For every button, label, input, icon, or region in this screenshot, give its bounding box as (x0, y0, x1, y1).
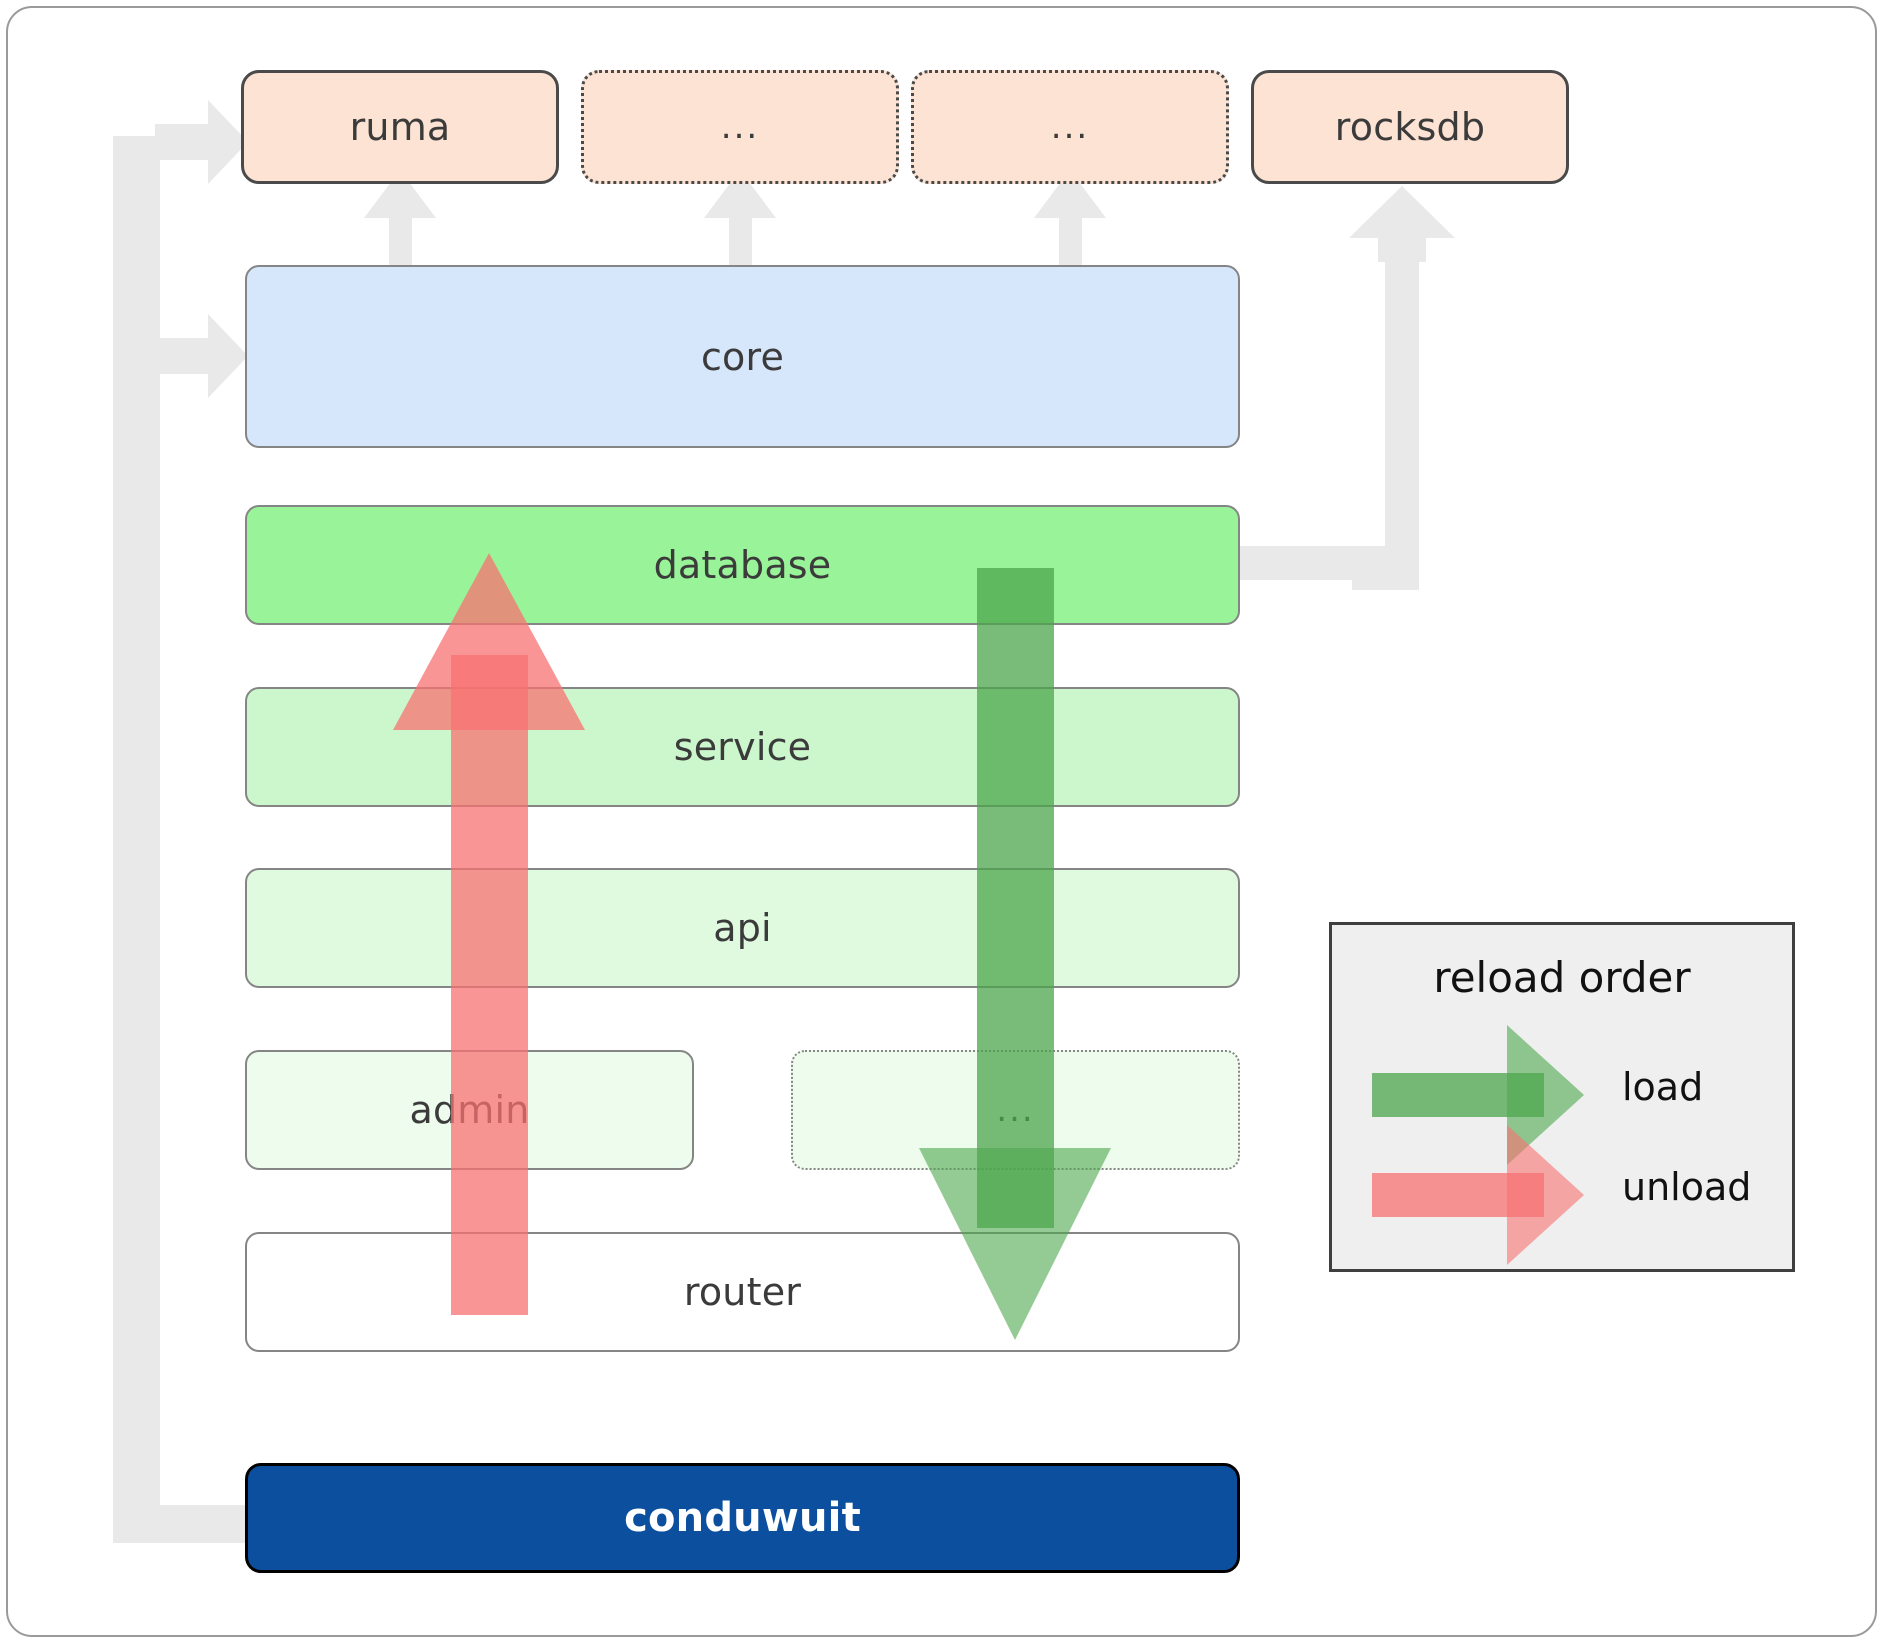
legend-row-unload: unload (1332, 1125, 1792, 1265)
app-label-conduwuit: conduwuit (624, 1495, 861, 1541)
dependency-label-placeholder-b: ... (1050, 107, 1090, 147)
layer-box-more[interactable]: ... (791, 1050, 1240, 1170)
layer-box-database[interactable]: database (245, 505, 1240, 625)
diagram-frame (6, 6, 1877, 1637)
layer-label-api: api (713, 906, 772, 950)
dependency-box-placeholder-a[interactable]: ... (581, 70, 899, 184)
legend-title: reload order (1433, 953, 1691, 1002)
layer-box-service[interactable]: service (245, 687, 1240, 807)
layer-label-more: ... (996, 1090, 1035, 1130)
layer-label-admin: admin (409, 1088, 530, 1132)
app-box-conduwuit[interactable]: conduwuit (245, 1463, 1240, 1573)
dependency-label-placeholder-a: ... (720, 107, 760, 147)
layer-box-core[interactable]: core (245, 265, 1240, 448)
dependency-box-placeholder-b[interactable]: ... (911, 70, 1229, 184)
dependency-label-rocksdb: rocksdb (1334, 105, 1486, 149)
dependency-box-rocksdb[interactable]: rocksdb (1251, 70, 1569, 184)
layer-label-router: router (683, 1270, 802, 1314)
layer-label-service: service (673, 725, 812, 769)
dependency-label-ruma: ruma (349, 105, 451, 149)
legend-row-load: load (1332, 1025, 1792, 1165)
load-arrow-icon (1372, 1025, 1584, 1165)
layer-box-router[interactable]: router (245, 1232, 1240, 1352)
layer-box-api[interactable]: api (245, 868, 1240, 988)
legend-panel: reload order load unload (1329, 922, 1795, 1272)
layer-label-database: database (653, 543, 832, 587)
legend-label-unload: unload (1622, 1165, 1752, 1209)
unload-arrow-icon (1372, 1125, 1584, 1265)
dependency-box-ruma[interactable]: ruma (241, 70, 559, 184)
legend-label-load: load (1622, 1065, 1704, 1109)
layer-label-core: core (700, 334, 785, 379)
layer-box-admin[interactable]: admin (245, 1050, 694, 1170)
